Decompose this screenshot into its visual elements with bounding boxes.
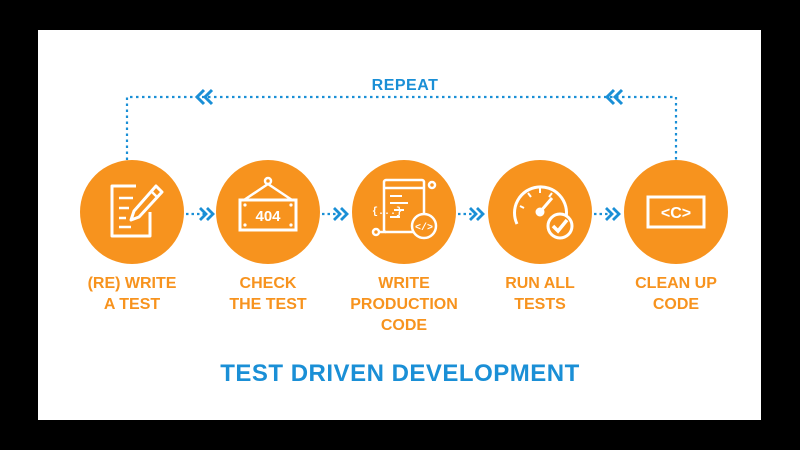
step-4-label: RUN ALL TESTS — [505, 275, 575, 313]
repeat-arrow-left-icon — [194, 88, 214, 106]
repeat-arrow-right-icon — [604, 88, 624, 106]
step-4-circle — [488, 160, 592, 264]
diagram-title: TEST DRIVEN DEVELOPMENT — [220, 360, 580, 387]
step-1-circle — [80, 160, 184, 264]
code-c-text: <C> — [661, 205, 691, 222]
speedometer-check-icon — [513, 185, 574, 240]
connector-1-2 — [186, 207, 215, 221]
step-2-circle: 404 — [216, 160, 320, 264]
sign-404-text: 404 — [255, 208, 281, 225]
repeat-loop-line — [125, 95, 678, 160]
svg-text:{...}: {...} — [372, 206, 402, 218]
connector-3-4 — [458, 207, 485, 221]
code-brackets-icon: <C> — [646, 195, 706, 229]
document-pencil-icon — [110, 184, 164, 238]
step-5-label: CLEAN UP CODE — [635, 275, 717, 313]
step-2-label: CHECK THE TEST — [229, 275, 307, 313]
connector-4-5 — [594, 207, 621, 221]
step-1-label: (RE) WRITE A TEST — [87, 275, 177, 313]
step-5-circle: <C> — [624, 160, 728, 264]
repeat-label: REPEAT — [371, 77, 439, 94]
connector-2-3 — [322, 207, 349, 221]
code-window-icon: {...} </> — [371, 178, 438, 240]
step-3-label: WRITE PRODUCTION CODE — [350, 275, 458, 334]
hanging-404-sign-icon: 404 — [238, 176, 298, 232]
code-symbol-text: </> — [415, 222, 433, 234]
step-3-circle: {...} </> — [352, 160, 456, 264]
